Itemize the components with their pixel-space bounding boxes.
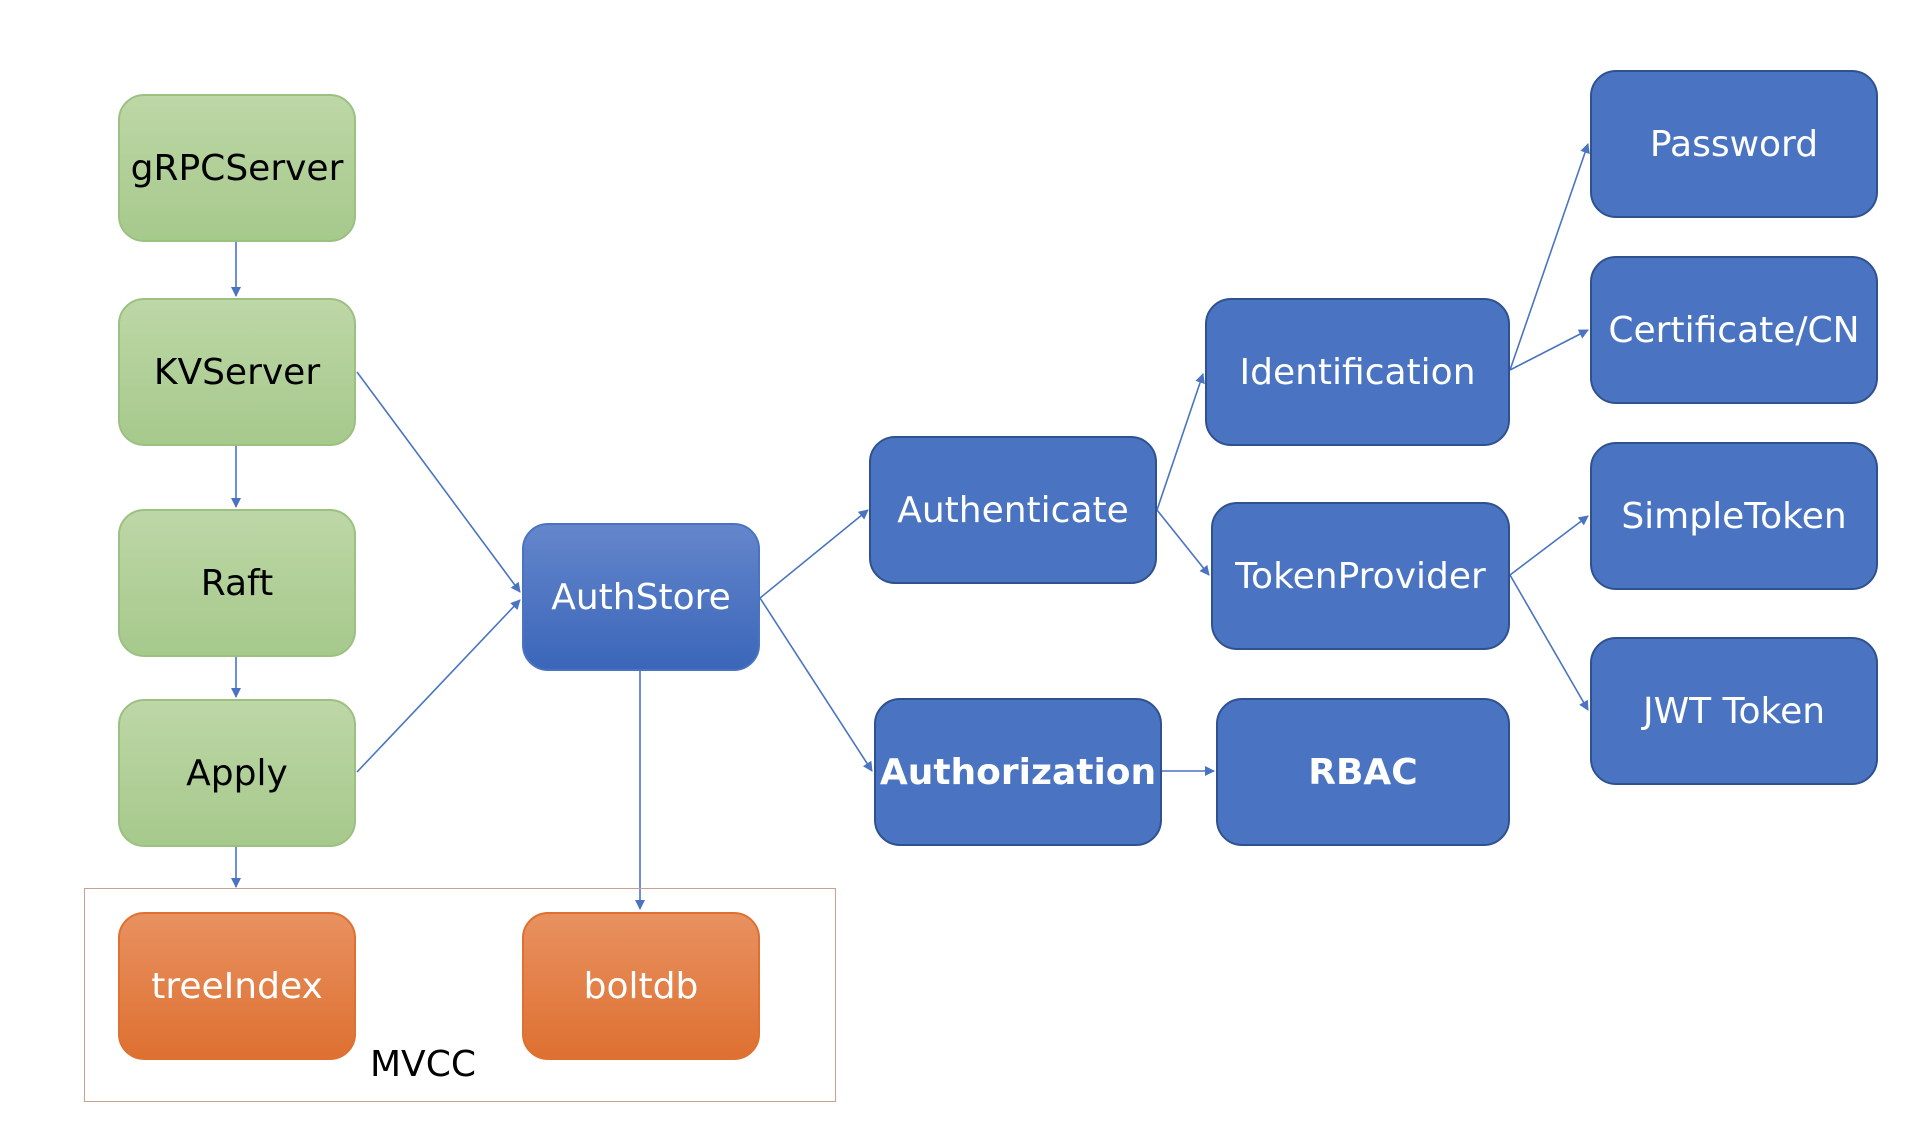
edge-authstore-authorization bbox=[759, 597, 873, 772]
tokenprovider-node: TokenProvider bbox=[1211, 502, 1510, 650]
password-node: Password bbox=[1590, 70, 1878, 218]
authorization-node: Authorization bbox=[874, 698, 1162, 846]
edge-identification-certificate bbox=[1509, 329, 1589, 371]
edge-authenticate-identification bbox=[1156, 373, 1205, 511]
certificate-node: Certificate/CN bbox=[1590, 256, 1878, 404]
edge-authstore-authenticate bbox=[759, 509, 869, 599]
authenticate-node: Authenticate bbox=[869, 436, 1157, 584]
treeindex-node: treeIndex bbox=[118, 912, 356, 1060]
kvserver-node: KVServer bbox=[118, 298, 356, 446]
edge-kvserver-authstore bbox=[356, 371, 521, 593]
edge-tokenprovider-jwttoken bbox=[1509, 574, 1589, 711]
simpletoken-node: SimpleToken bbox=[1590, 442, 1878, 590]
apply-node: Apply bbox=[118, 699, 356, 847]
raft-node: Raft bbox=[118, 509, 356, 657]
grpcserver-node: gRPCServer bbox=[118, 94, 356, 242]
boltdb-node: boltdb bbox=[522, 912, 760, 1060]
identification-node: Identification bbox=[1205, 298, 1510, 446]
mvcc-label: MVCC bbox=[370, 1044, 476, 1085]
edge-apply-authstore bbox=[356, 599, 521, 773]
authstore-node: AuthStore bbox=[522, 523, 760, 671]
edge-tokenprovider-simpletoken bbox=[1509, 515, 1589, 576]
rbac-node: RBAC bbox=[1216, 698, 1510, 846]
jwttoken-node: JWT Token bbox=[1590, 637, 1878, 785]
mvcc-group-box bbox=[84, 888, 836, 1102]
edge-authenticate-tokenprovider bbox=[1156, 509, 1210, 576]
edge-identification-password bbox=[1509, 143, 1590, 371]
